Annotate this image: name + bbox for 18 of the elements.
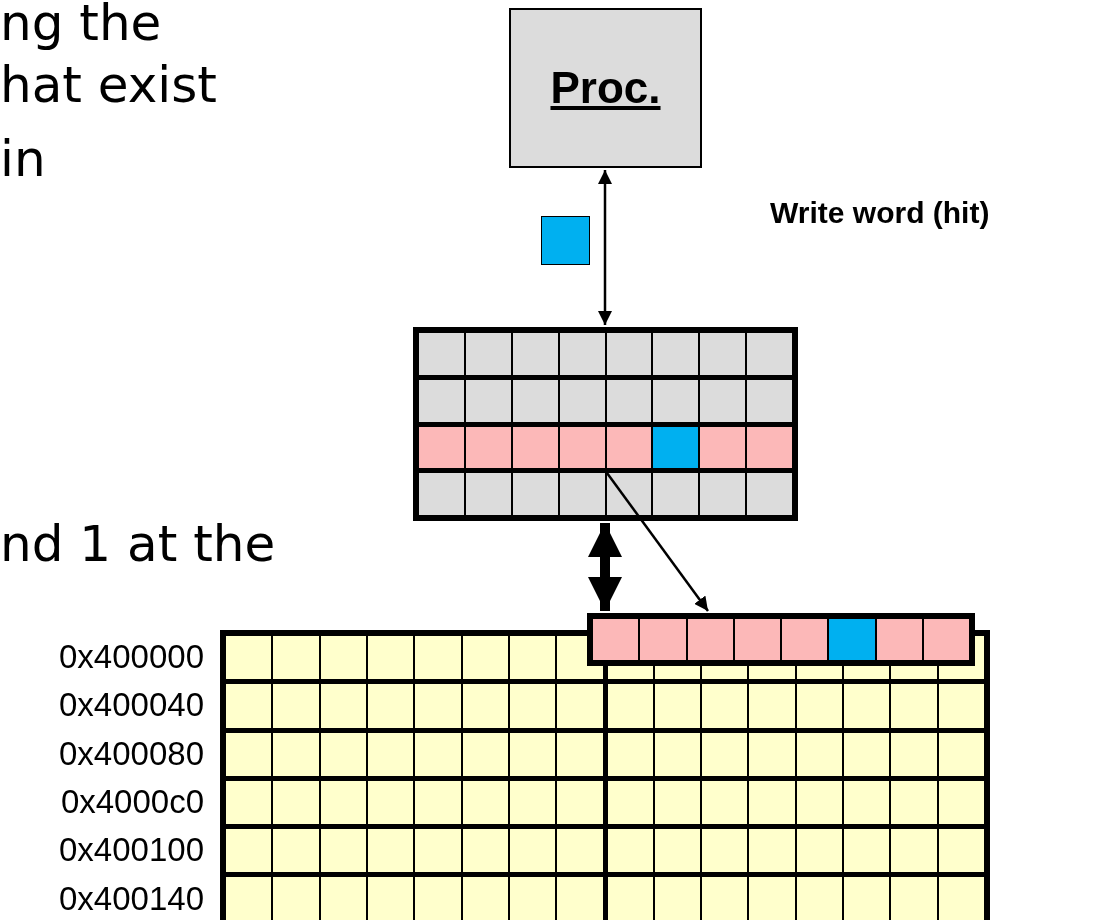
slide-text: nd 1 at the [0,515,276,573]
arrow [598,170,612,325]
slide-text: in [0,130,46,188]
address-label: 0x400140 [59,879,204,918]
address-label: 0x400000 [59,638,204,676]
address-label: 0x400100 [59,831,204,870]
slide-text: hat exist [0,56,217,114]
double-arrow [588,523,622,611]
processor-box [509,8,702,168]
address-label: 0x400040 [59,686,204,725]
address-label: 0x400080 [59,734,204,773]
caption-text: Write word (hit) [770,196,990,230]
processor-label: Proc. [550,63,661,113]
cache-block [413,327,798,521]
address-label: 0x4000c0 [60,782,204,821]
memory-block [220,630,990,920]
slide-text: ng the [0,0,162,52]
cache-line [419,426,792,469]
